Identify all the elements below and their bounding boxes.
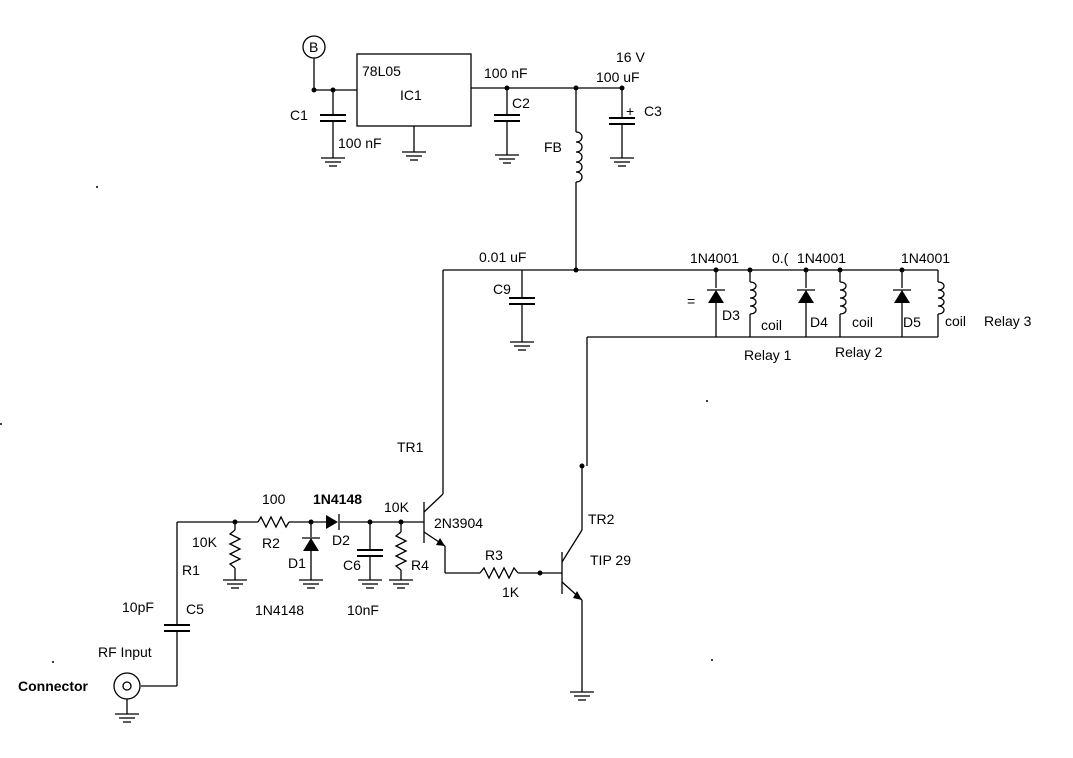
relay-2-coil <box>839 270 847 337</box>
diode-d1 <box>299 522 323 589</box>
label-d1-part: 1N4148 <box>255 602 304 618</box>
label-d3-ref: D3 <box>722 307 740 323</box>
label-coil1: coil <box>761 317 782 333</box>
label-d2-ref: D2 <box>332 532 350 548</box>
label-fb-ref: FB <box>544 139 562 155</box>
label-r3-val: 1K <box>502 584 520 600</box>
label-ic1-part: 78L05 <box>362 63 401 79</box>
label-coil2: coil <box>852 314 873 330</box>
resistor-r1 <box>223 522 247 589</box>
label-d1-ref: D1 <box>288 555 306 571</box>
label-r4-ref: R4 <box>411 557 429 573</box>
label-c1-ref: C1 <box>290 107 308 123</box>
scan-specks <box>0 186 713 663</box>
label-d5-part: 1N4001 <box>901 250 950 266</box>
diode-d2 <box>326 514 340 530</box>
label-d4-part: 1N4001 <box>797 250 846 266</box>
rf-input-connector <box>113 672 141 723</box>
capacitor-c9 <box>509 270 535 351</box>
label-c9-val: 0.01 uF <box>479 249 526 265</box>
label-c5-ref: C5 <box>186 601 204 617</box>
label-c5-val: 10pF <box>122 599 154 615</box>
label-d4-ref: D4 <box>810 314 828 330</box>
capacitor-c6 <box>357 522 383 589</box>
label-relay1: Relay 1 <box>744 347 792 363</box>
label-r2-ref: R2 <box>262 535 280 551</box>
resistor-r2 <box>257 515 290 529</box>
power-junction-dots <box>311 85 625 93</box>
diode-d4 <box>797 270 815 337</box>
label-tr1-part: 2N3904 <box>434 515 483 531</box>
label-d3-part: 1N4001 <box>690 250 739 266</box>
label-tr2-part: TIP 29 <box>590 552 631 568</box>
label-ic1-ref: IC1 <box>400 87 422 103</box>
label-r2-val: 100 <box>262 491 286 507</box>
label-c3-val: 100 uF <box>596 69 640 85</box>
label-rf-input: RF Input <box>98 644 152 660</box>
label-c9-ref: C9 <box>493 281 511 297</box>
label-tr1-ref: TR1 <box>397 439 424 455</box>
label-d5-ref: D5 <box>903 314 921 330</box>
diode-d5 <box>893 270 911 337</box>
label-r1-ref: R1 <box>182 562 200 578</box>
label-r1-val: 10K <box>192 534 218 550</box>
label-relay3: Relay 3 <box>984 313 1032 329</box>
label-c2-val: 100 nF <box>484 65 528 81</box>
capacitor-c2 <box>494 88 520 164</box>
label-c1-val: 100 nF <box>338 135 382 151</box>
input-junction-dots <box>232 519 404 525</box>
capacitor-c5 <box>141 624 190 687</box>
relay-3-coil <box>937 270 945 337</box>
label-connector: Connector <box>18 678 89 694</box>
label-r4-val: 10K <box>384 499 410 515</box>
label-r3-ref: R3 <box>485 547 503 563</box>
label-coil3: coil <box>945 313 966 329</box>
transistor-tr1 <box>423 493 480 574</box>
label-c6-val: 10nF <box>347 602 379 618</box>
label-b: B <box>309 39 318 55</box>
relay-junction-dots <box>573 267 905 469</box>
label-c3-voltage: 16 V <box>616 49 645 65</box>
resistor-r3 <box>479 566 562 580</box>
diode-d3 <box>707 270 725 337</box>
capacitor-c1 <box>320 90 346 167</box>
label-tr2-ref: TR2 <box>588 511 615 527</box>
resistor-r4 <box>389 522 413 589</box>
label-c2-ref: C2 <box>512 95 530 111</box>
ferrite-bead-fb <box>575 88 583 270</box>
power-input-node <box>302 35 326 90</box>
transistor-tr2 <box>561 529 594 701</box>
label-d4-prefix: 0.( <box>772 250 789 266</box>
relay-return-rail <box>581 336 938 530</box>
relay-1-coil <box>749 270 757 337</box>
supply-rail <box>442 269 938 494</box>
label-eq-mark: = <box>687 293 695 309</box>
label-c6-ref: C6 <box>343 557 361 573</box>
label-d2-part: 1N4148 <box>313 491 362 507</box>
label-relay2: Relay 2 <box>835 344 883 360</box>
capacitor-c3 <box>609 88 635 167</box>
input-signal-line <box>176 521 424 625</box>
label-c3-ref: C3 <box>644 103 662 119</box>
label-c3-plus: + <box>626 103 634 119</box>
